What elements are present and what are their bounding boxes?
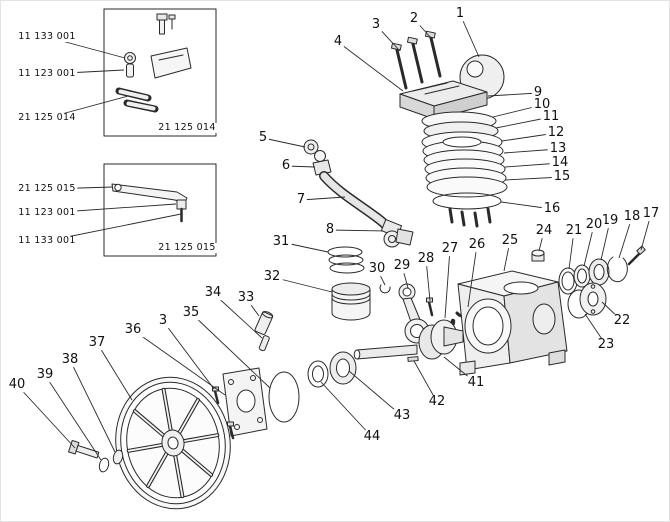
callout-33: 33 (235, 290, 257, 306)
part-number-label: 11 133 001 (16, 235, 78, 247)
crankshaft (353, 319, 464, 362)
part-number-label: 21 125 015 (16, 183, 78, 195)
callout-34: 34 (202, 285, 224, 301)
callout-44: 44 (361, 429, 383, 445)
callout-40: 40 (6, 377, 28, 393)
callout-11: 11 (540, 109, 562, 125)
inset-top-parts (115, 13, 192, 113)
callout-14: 14 (549, 155, 571, 171)
part-number-label: 11 133 001 (16, 31, 78, 43)
callout-31: 31 (270, 234, 292, 250)
callout-3: 3 (156, 313, 170, 329)
part-number-label: 21 125 014 (16, 112, 78, 124)
base-gasket (432, 192, 502, 228)
callout-12: 12 (545, 125, 567, 141)
callout-18: 18 (621, 209, 643, 225)
seal-washer (307, 360, 329, 388)
callout-15: 15 (551, 169, 573, 185)
callout-1: 1 (453, 6, 467, 22)
callout-20: 20 (583, 217, 605, 233)
callout-28: 28 (415, 251, 437, 267)
callout-32: 32 (261, 269, 283, 285)
circlip (379, 284, 391, 294)
callout-37: 37 (86, 335, 108, 351)
callout-43: 43 (391, 408, 413, 424)
callout-36: 36 (122, 322, 144, 338)
callout-16: 16 (541, 201, 563, 217)
callout-39: 39 (34, 367, 56, 383)
side-cover (567, 282, 607, 319)
cylinder-fins (421, 131, 508, 198)
callout-42: 42 (426, 394, 448, 410)
callout-6: 6 (279, 158, 293, 174)
callout-29: 29 (391, 258, 413, 274)
callout-7: 7 (294, 192, 308, 208)
callout-3: 3 (369, 17, 383, 33)
callout-25: 25 (499, 233, 521, 249)
part-number-label: 11 123 001 (16, 207, 78, 219)
callout-22: 22 (611, 313, 633, 329)
callout-23: 23 (595, 337, 617, 353)
callout-27: 27 (439, 241, 461, 257)
oil-plug (531, 249, 545, 262)
inset-bottom-parts (111, 183, 188, 223)
callout-38: 38 (59, 352, 81, 368)
hose-assembly (303, 139, 414, 248)
part-number-label: 21 125 015 (156, 242, 218, 254)
part-number-label: 11 123 001 (16, 68, 78, 80)
crankcase (457, 270, 568, 376)
piston (331, 282, 371, 321)
callout-35: 35 (180, 305, 202, 321)
callout-2: 2 (407, 11, 421, 27)
washer-flat (98, 457, 110, 473)
callout-8: 8 (323, 222, 337, 238)
part-number-label: 21 125 014 (156, 122, 218, 134)
callout-41: 41 (465, 375, 487, 391)
callout-21: 21 (563, 223, 585, 239)
washer-spring (112, 449, 124, 465)
callout-13: 13 (547, 141, 569, 157)
callout-26: 26 (466, 237, 488, 253)
callout-24: 24 (533, 223, 555, 239)
callout-17: 17 (640, 206, 662, 222)
callout-30: 30 (366, 261, 388, 277)
callout-4: 4 (331, 34, 345, 50)
callout-5: 5 (256, 130, 270, 146)
